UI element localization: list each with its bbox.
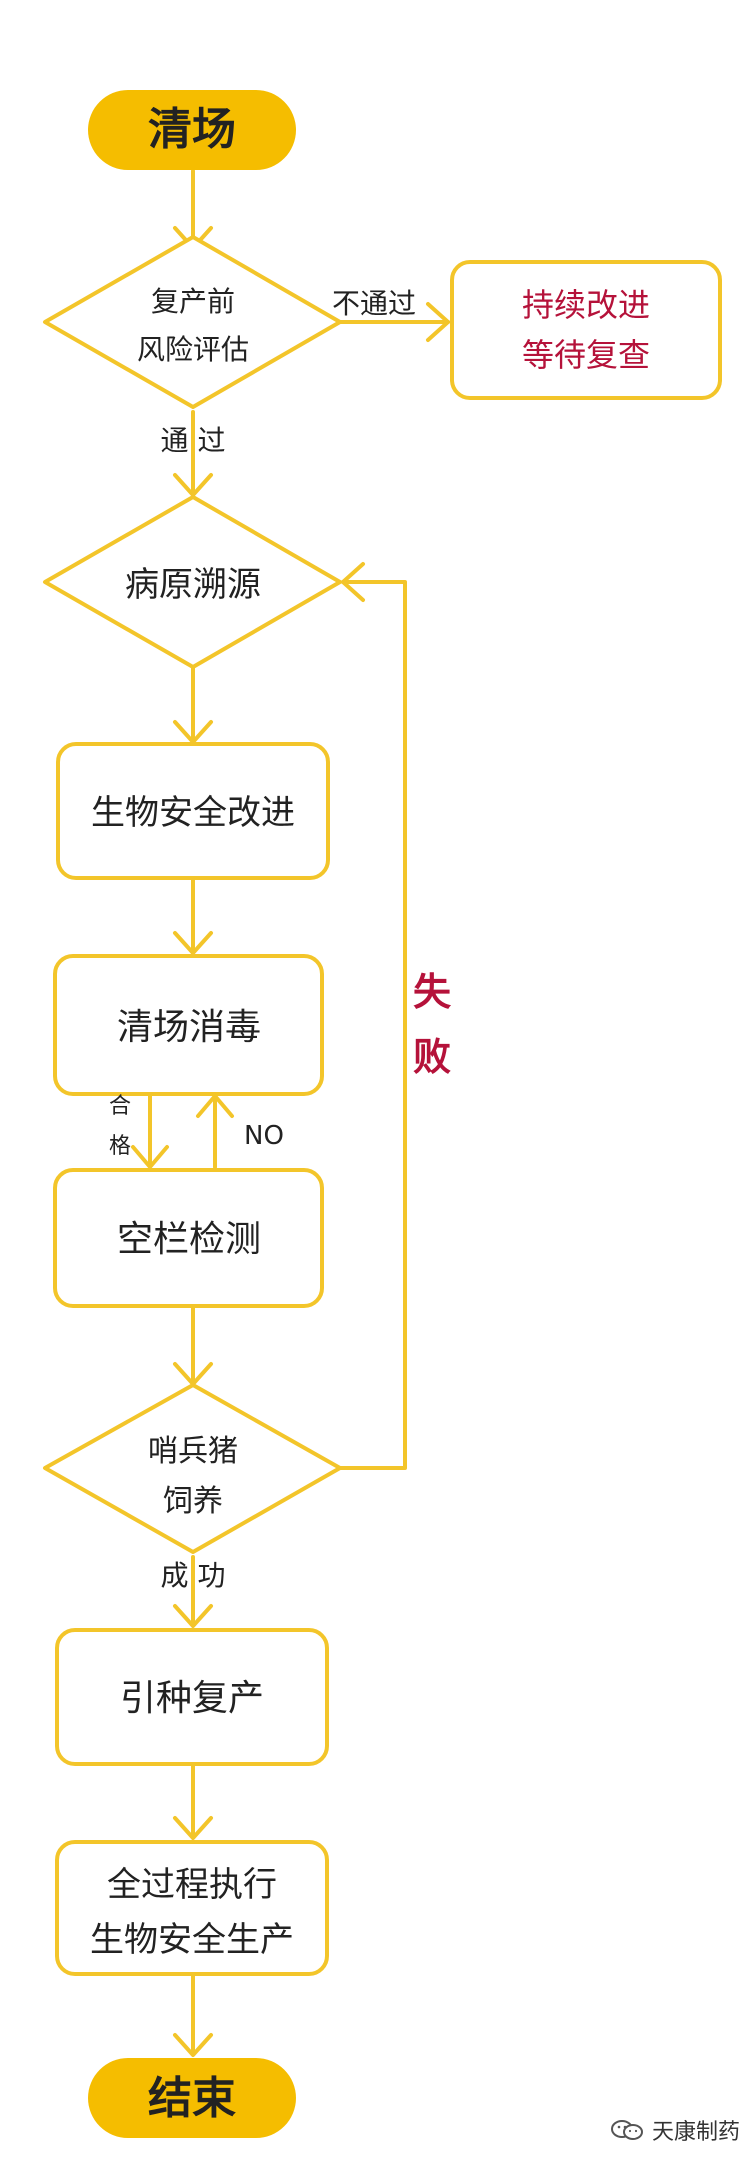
qualified-label-1: 合 bbox=[109, 1094, 131, 1119]
arrowhead bbox=[173, 1604, 213, 1628]
full-process-line-1: 全过程执行 bbox=[107, 1865, 277, 1905]
end-label: 结束 bbox=[148, 2073, 236, 2124]
edge-sentinel-fail-loop bbox=[339, 580, 407, 1470]
empty-pen-test-node bbox=[53, 1168, 324, 1308]
arrowhead bbox=[173, 473, 213, 497]
qualified-label-2: 格 bbox=[109, 1134, 131, 1159]
no-label: NO bbox=[244, 1121, 284, 1151]
wechat-icon bbox=[610, 2120, 643, 2140]
introduce-restock-label: 引种复产 bbox=[120, 1678, 264, 1719]
clean-disinfect-node bbox=[53, 954, 324, 1096]
arrowhead bbox=[173, 931, 213, 955]
success-label: 成 功 bbox=[161, 1559, 226, 1592]
risk-assessment-line-1: 复产前 bbox=[151, 285, 235, 318]
clean-disinfect-label: 清场消毒 bbox=[117, 1007, 261, 1048]
arrowhead bbox=[341, 562, 365, 602]
not-pass-label: 不通过 bbox=[332, 287, 416, 320]
sentinel-pig-line-2: 饲养 bbox=[163, 1484, 223, 1519]
pass-label: 通 过 bbox=[161, 424, 226, 457]
arrowhead bbox=[426, 302, 450, 342]
arrowhead bbox=[173, 1816, 213, 1840]
introduce-restock-node bbox=[55, 1628, 329, 1766]
sentinel-pig-line-1: 哨兵猪 bbox=[148, 1434, 238, 1469]
full-process-node bbox=[55, 1840, 329, 1976]
fail-label-2: 败 bbox=[413, 1035, 451, 1079]
improve-wait-node bbox=[450, 260, 722, 400]
biosecurity-improve-node bbox=[56, 742, 330, 880]
pathogen-trace-label: 病原溯源 bbox=[125, 565, 261, 605]
risk-assessment-line-2: 风险评估 bbox=[137, 333, 249, 366]
start-node bbox=[88, 90, 296, 170]
fail-label-1: 失 bbox=[413, 970, 452, 1014]
arrowhead bbox=[173, 2033, 213, 2057]
improve-wait-line-1: 持续改进 bbox=[522, 286, 650, 324]
risk-assessment-decision bbox=[43, 235, 342, 409]
empty-pen-test-label: 空栏检测 bbox=[117, 1219, 261, 1260]
watermark: 天康制药 bbox=[610, 2114, 740, 2146]
start-label: 清场 bbox=[148, 104, 236, 155]
pathogen-trace-decision bbox=[43, 495, 342, 669]
biosecurity-improve-label: 生物安全改进 bbox=[91, 793, 295, 833]
arrowhead bbox=[131, 1145, 169, 1169]
end-node bbox=[88, 2058, 296, 2138]
sentinel-pig-decision bbox=[43, 1383, 342, 1554]
watermark-text: 天康制药 bbox=[651, 2120, 740, 2145]
full-process-line-2: 生物安全生产 bbox=[90, 1920, 294, 1960]
improve-wait-line-2: 等待复查 bbox=[522, 336, 650, 374]
